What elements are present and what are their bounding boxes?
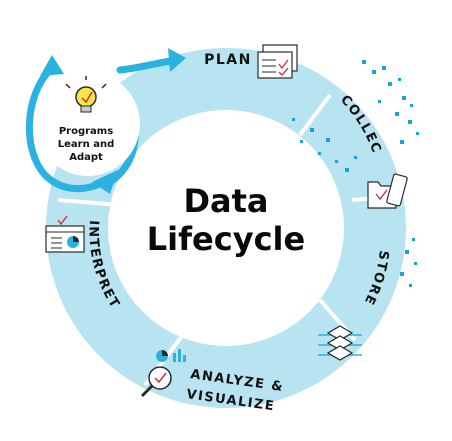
layered-stack-icon: [318, 325, 362, 361]
magnifier-with-charts-icon: [140, 349, 186, 398]
programs-line1: Programs: [59, 126, 113, 137]
checklist-document-icon: [257, 44, 298, 79]
center-title-line1: Data: [183, 182, 268, 220]
collect-data-dots: [292, 60, 419, 172]
programs-bubble: [36, 72, 140, 176]
dashboard-window-icon: [45, 215, 85, 253]
loop-arrowheads: [40, 48, 186, 194]
lightbulb-icon: [65, 76, 107, 113]
programs-line2: Learn and: [58, 139, 114, 150]
folder-and-tablet-icon: [367, 173, 408, 209]
stage-plan-label: PLAN: [204, 52, 252, 68]
store-data-dots: [400, 238, 417, 287]
programs-line3: Adapt: [69, 152, 103, 163]
center-title-line2: Lifecycle: [147, 220, 305, 258]
